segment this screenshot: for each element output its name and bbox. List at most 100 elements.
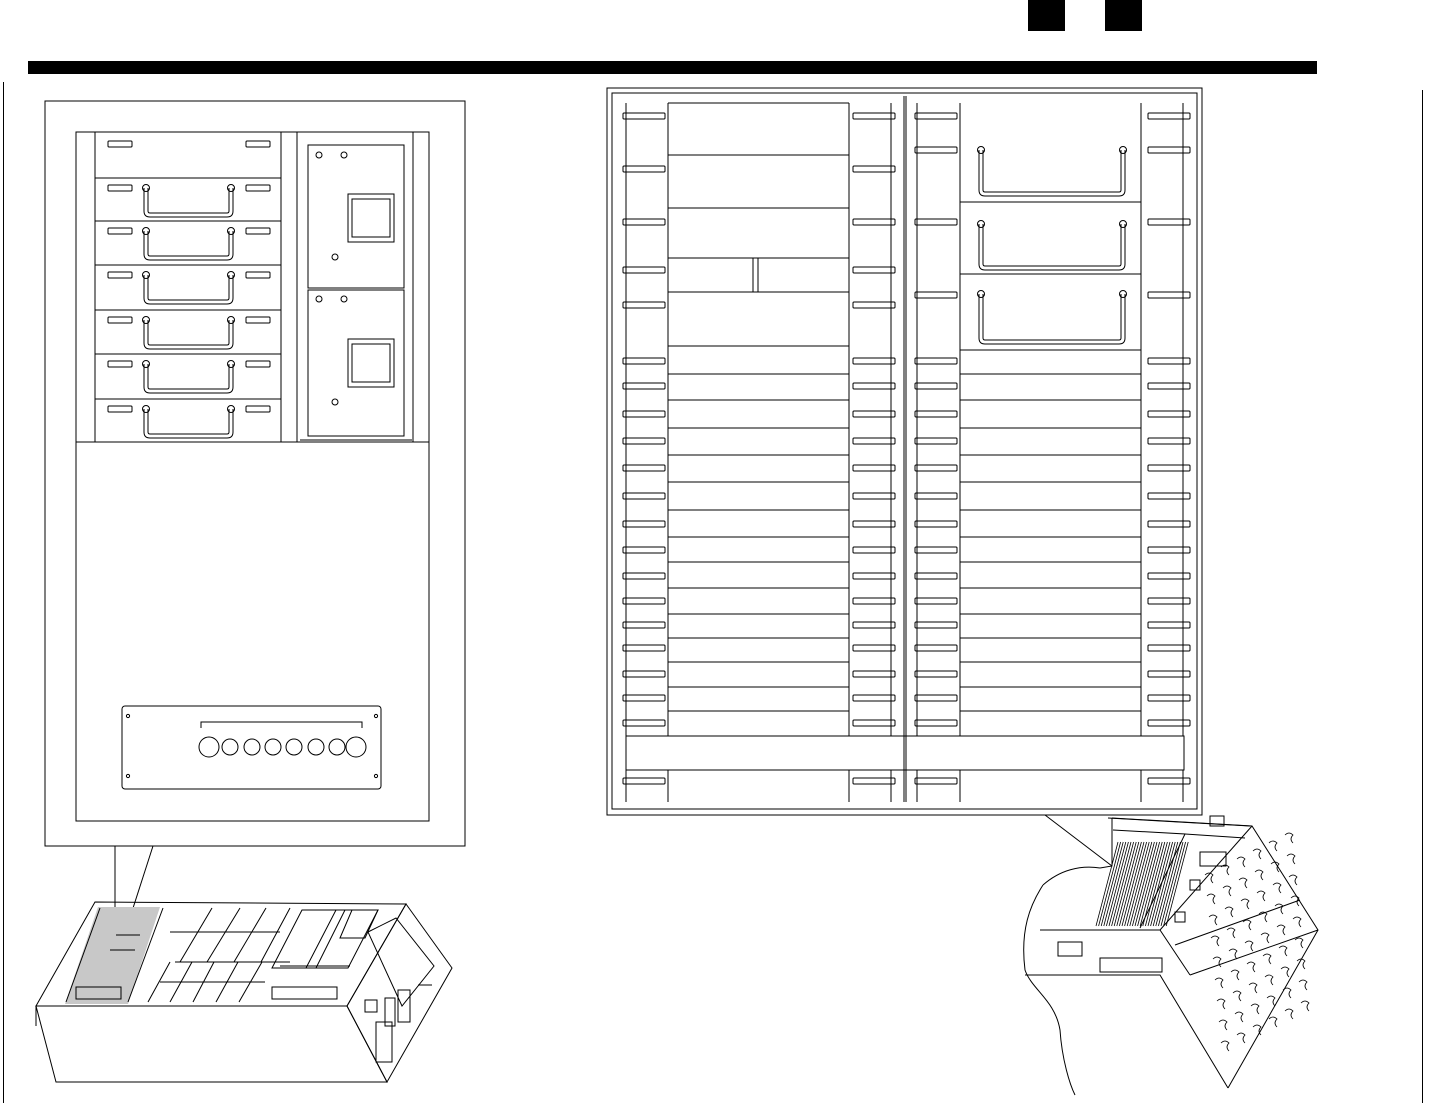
latch — [108, 317, 132, 323]
latch — [108, 228, 132, 234]
drawer — [95, 354, 281, 399]
latch — [623, 438, 665, 444]
latch — [1148, 219, 1190, 225]
latch — [623, 358, 665, 364]
latch — [853, 493, 895, 499]
latch — [915, 292, 957, 298]
latch — [108, 272, 132, 278]
latch — [915, 547, 957, 553]
latch — [1148, 695, 1190, 701]
latch — [623, 547, 665, 553]
latch — [853, 383, 895, 389]
connector-jack — [286, 739, 302, 755]
drawer — [95, 265, 281, 310]
latch — [915, 465, 957, 471]
connector-jack — [265, 739, 281, 755]
latch — [623, 465, 665, 471]
latch — [1148, 411, 1190, 417]
drawer — [95, 178, 281, 221]
latch — [1148, 622, 1190, 628]
drawer — [95, 221, 281, 265]
latch — [853, 166, 895, 172]
latch — [246, 406, 270, 412]
latch — [853, 267, 895, 273]
latch — [108, 406, 132, 412]
latch — [915, 521, 957, 527]
latch — [853, 219, 895, 225]
latch — [1148, 671, 1190, 677]
latch — [246, 185, 270, 191]
latch — [246, 272, 270, 278]
connector-jack — [199, 737, 219, 757]
latch — [1148, 438, 1190, 444]
latch — [915, 671, 957, 677]
latch — [623, 622, 665, 628]
latch — [915, 622, 957, 628]
latch — [1148, 493, 1190, 499]
latch — [915, 113, 957, 119]
latch — [915, 147, 957, 153]
latch — [915, 695, 957, 701]
connector-jack — [308, 739, 324, 755]
latch — [915, 219, 957, 225]
latch — [1148, 358, 1190, 364]
left-drawer-stack — [95, 132, 281, 442]
latch — [915, 493, 957, 499]
latch — [246, 141, 270, 147]
latch — [623, 598, 665, 604]
latch — [1148, 292, 1190, 298]
latch — [853, 622, 895, 628]
latch — [853, 695, 895, 701]
left-unit-overview — [36, 902, 452, 1082]
latch — [853, 778, 895, 784]
latch — [915, 720, 957, 726]
latch — [915, 358, 957, 364]
latch — [623, 219, 665, 225]
drawer — [95, 310, 281, 354]
latch — [623, 720, 665, 726]
latch — [623, 695, 665, 701]
latch — [915, 383, 957, 389]
left-detail-module-upper — [308, 145, 404, 288]
latch — [1148, 778, 1190, 784]
latch — [853, 358, 895, 364]
latch — [915, 598, 957, 604]
connector-jack — [222, 739, 238, 755]
latch — [853, 113, 895, 119]
left-detail-callout — [45, 101, 465, 933]
latch — [915, 645, 957, 651]
latch — [1148, 598, 1190, 604]
latch — [915, 573, 957, 579]
latch — [623, 302, 665, 308]
latch — [623, 383, 665, 389]
latch — [853, 411, 895, 417]
latch — [853, 671, 895, 677]
latch — [623, 778, 665, 784]
latch — [108, 185, 132, 191]
latch — [623, 166, 665, 172]
latch — [915, 438, 957, 444]
right-detail-left-column — [623, 103, 895, 784]
connector-jack — [244, 739, 260, 755]
latch — [623, 521, 665, 527]
latch — [853, 302, 895, 308]
latch — [853, 573, 895, 579]
latch — [108, 141, 132, 147]
latch — [623, 113, 665, 119]
latch — [853, 438, 895, 444]
latch — [623, 573, 665, 579]
latch — [623, 411, 665, 417]
right-detail-callout — [607, 88, 1202, 866]
left-detail-module-lower — [300, 290, 412, 440]
right-detail-right-column — [915, 113, 1190, 784]
latch — [853, 645, 895, 651]
latch — [853, 465, 895, 471]
latch — [1148, 547, 1190, 553]
latch — [623, 645, 665, 651]
drawer — [95, 132, 281, 178]
connector-plate — [122, 706, 381, 789]
latch — [1148, 573, 1190, 579]
latch — [1148, 521, 1190, 527]
latch — [246, 361, 270, 367]
